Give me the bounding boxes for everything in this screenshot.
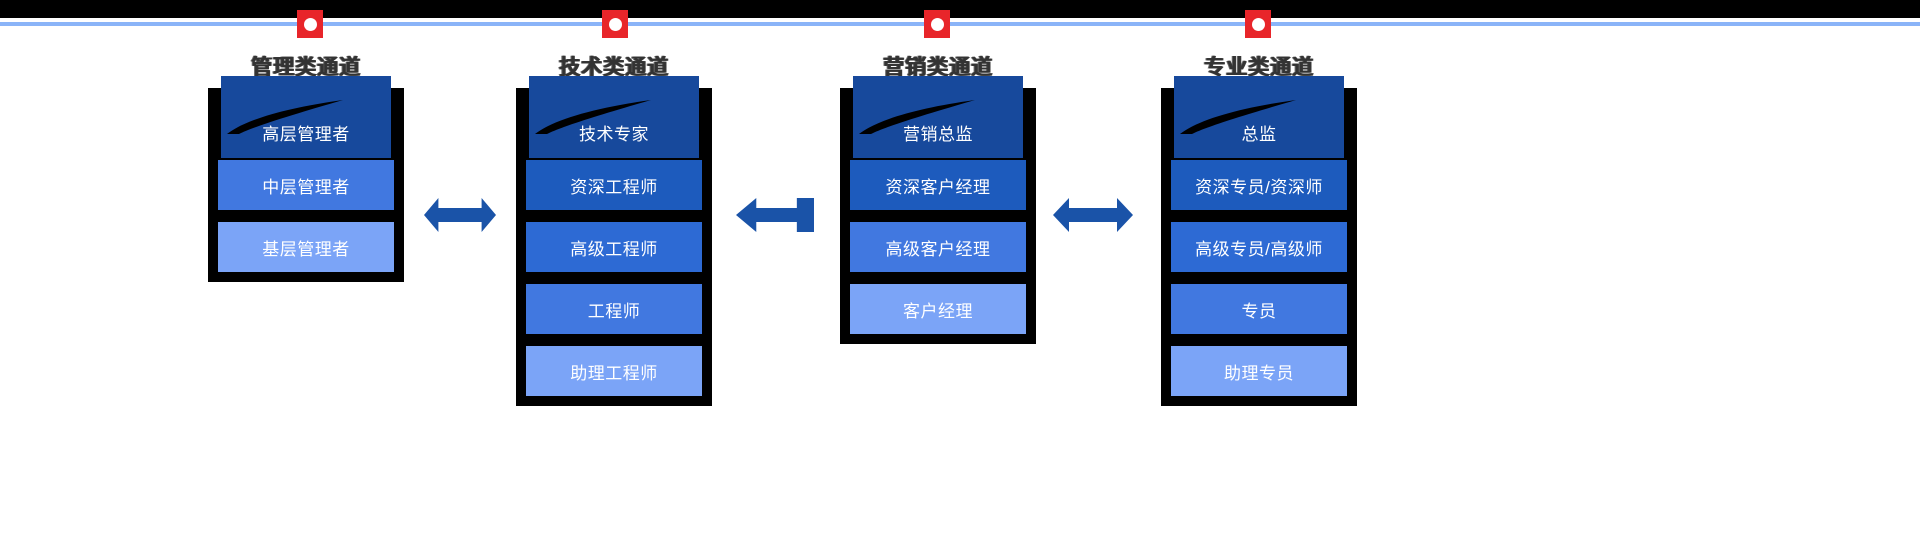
ladder-level-professional-4[interactable]: 专员 xyxy=(1171,284,1347,334)
timeline-track xyxy=(0,22,1920,26)
ladder-level-technical-4[interactable]: 工程师 xyxy=(526,284,702,334)
top-black-bar xyxy=(0,0,1920,18)
ladder-top-level-management[interactable]: 高层管理者 xyxy=(221,76,391,158)
column-title-marketing: 营销类通道 xyxy=(883,56,993,79)
arrow-glyph xyxy=(736,198,814,232)
ladder-level-technical-5[interactable]: 助理工程师 xyxy=(526,346,702,396)
ladder-top-level-label-management: 高层管理者 xyxy=(262,125,350,144)
ladder-top-level-label-professional: 总监 xyxy=(1241,125,1277,144)
arrow-marketing-professional xyxy=(1053,196,1133,234)
ladder-level-technical-2[interactable]: 资深工程师 xyxy=(526,160,702,210)
ladder-level-management-2[interactable]: 中层管理者 xyxy=(218,160,394,210)
ladder-level-marketing-4[interactable]: 客户经理 xyxy=(850,284,1026,334)
ladder-top-level-technical[interactable]: 技术专家 xyxy=(529,76,699,158)
timeline-marker-dot xyxy=(1251,17,1265,31)
timeline-marker-4[interactable] xyxy=(1245,10,1271,38)
ladder-level-professional-2[interactable]: 资深专员/资深师 xyxy=(1171,160,1347,210)
arrow-glyph xyxy=(424,198,496,232)
timeline-marker-dot xyxy=(303,17,317,31)
ladder-top-level-label-marketing: 营销总监 xyxy=(903,125,973,144)
column-title-management: 管理类通道 xyxy=(251,56,361,79)
ladder-level-professional-5[interactable]: 助理专员 xyxy=(1171,346,1347,396)
arrow-technical-marketing xyxy=(736,196,814,234)
column-title-professional: 专业类通道 xyxy=(1204,56,1314,79)
ladder-level-marketing-3[interactable]: 高级客户经理 xyxy=(850,222,1026,272)
ladder-level-technical-3[interactable]: 高级工程师 xyxy=(526,222,702,272)
arrow-glyph xyxy=(1053,198,1133,232)
timeline-marker-dot xyxy=(930,17,944,31)
timeline-marker-2[interactable] xyxy=(602,10,628,38)
arrow-management-technical xyxy=(424,196,496,234)
ladder-level-professional-3[interactable]: 高级专员/高级师 xyxy=(1171,222,1347,272)
ladder-level-marketing-2[interactable]: 资深客户经理 xyxy=(850,160,1026,210)
ladder-top-level-marketing[interactable]: 营销总监 xyxy=(853,76,1023,158)
timeline-marker-3[interactable] xyxy=(924,10,950,38)
ladder-top-level-professional[interactable]: 总监 xyxy=(1174,76,1344,158)
ladder-level-management-3[interactable]: 基层管理者 xyxy=(218,222,394,272)
timeline-marker-1[interactable] xyxy=(297,10,323,38)
ladder-top-level-label-technical: 技术专家 xyxy=(579,125,649,144)
column-title-technical: 技术类通道 xyxy=(559,56,669,79)
timeline-marker-dot xyxy=(608,17,622,31)
